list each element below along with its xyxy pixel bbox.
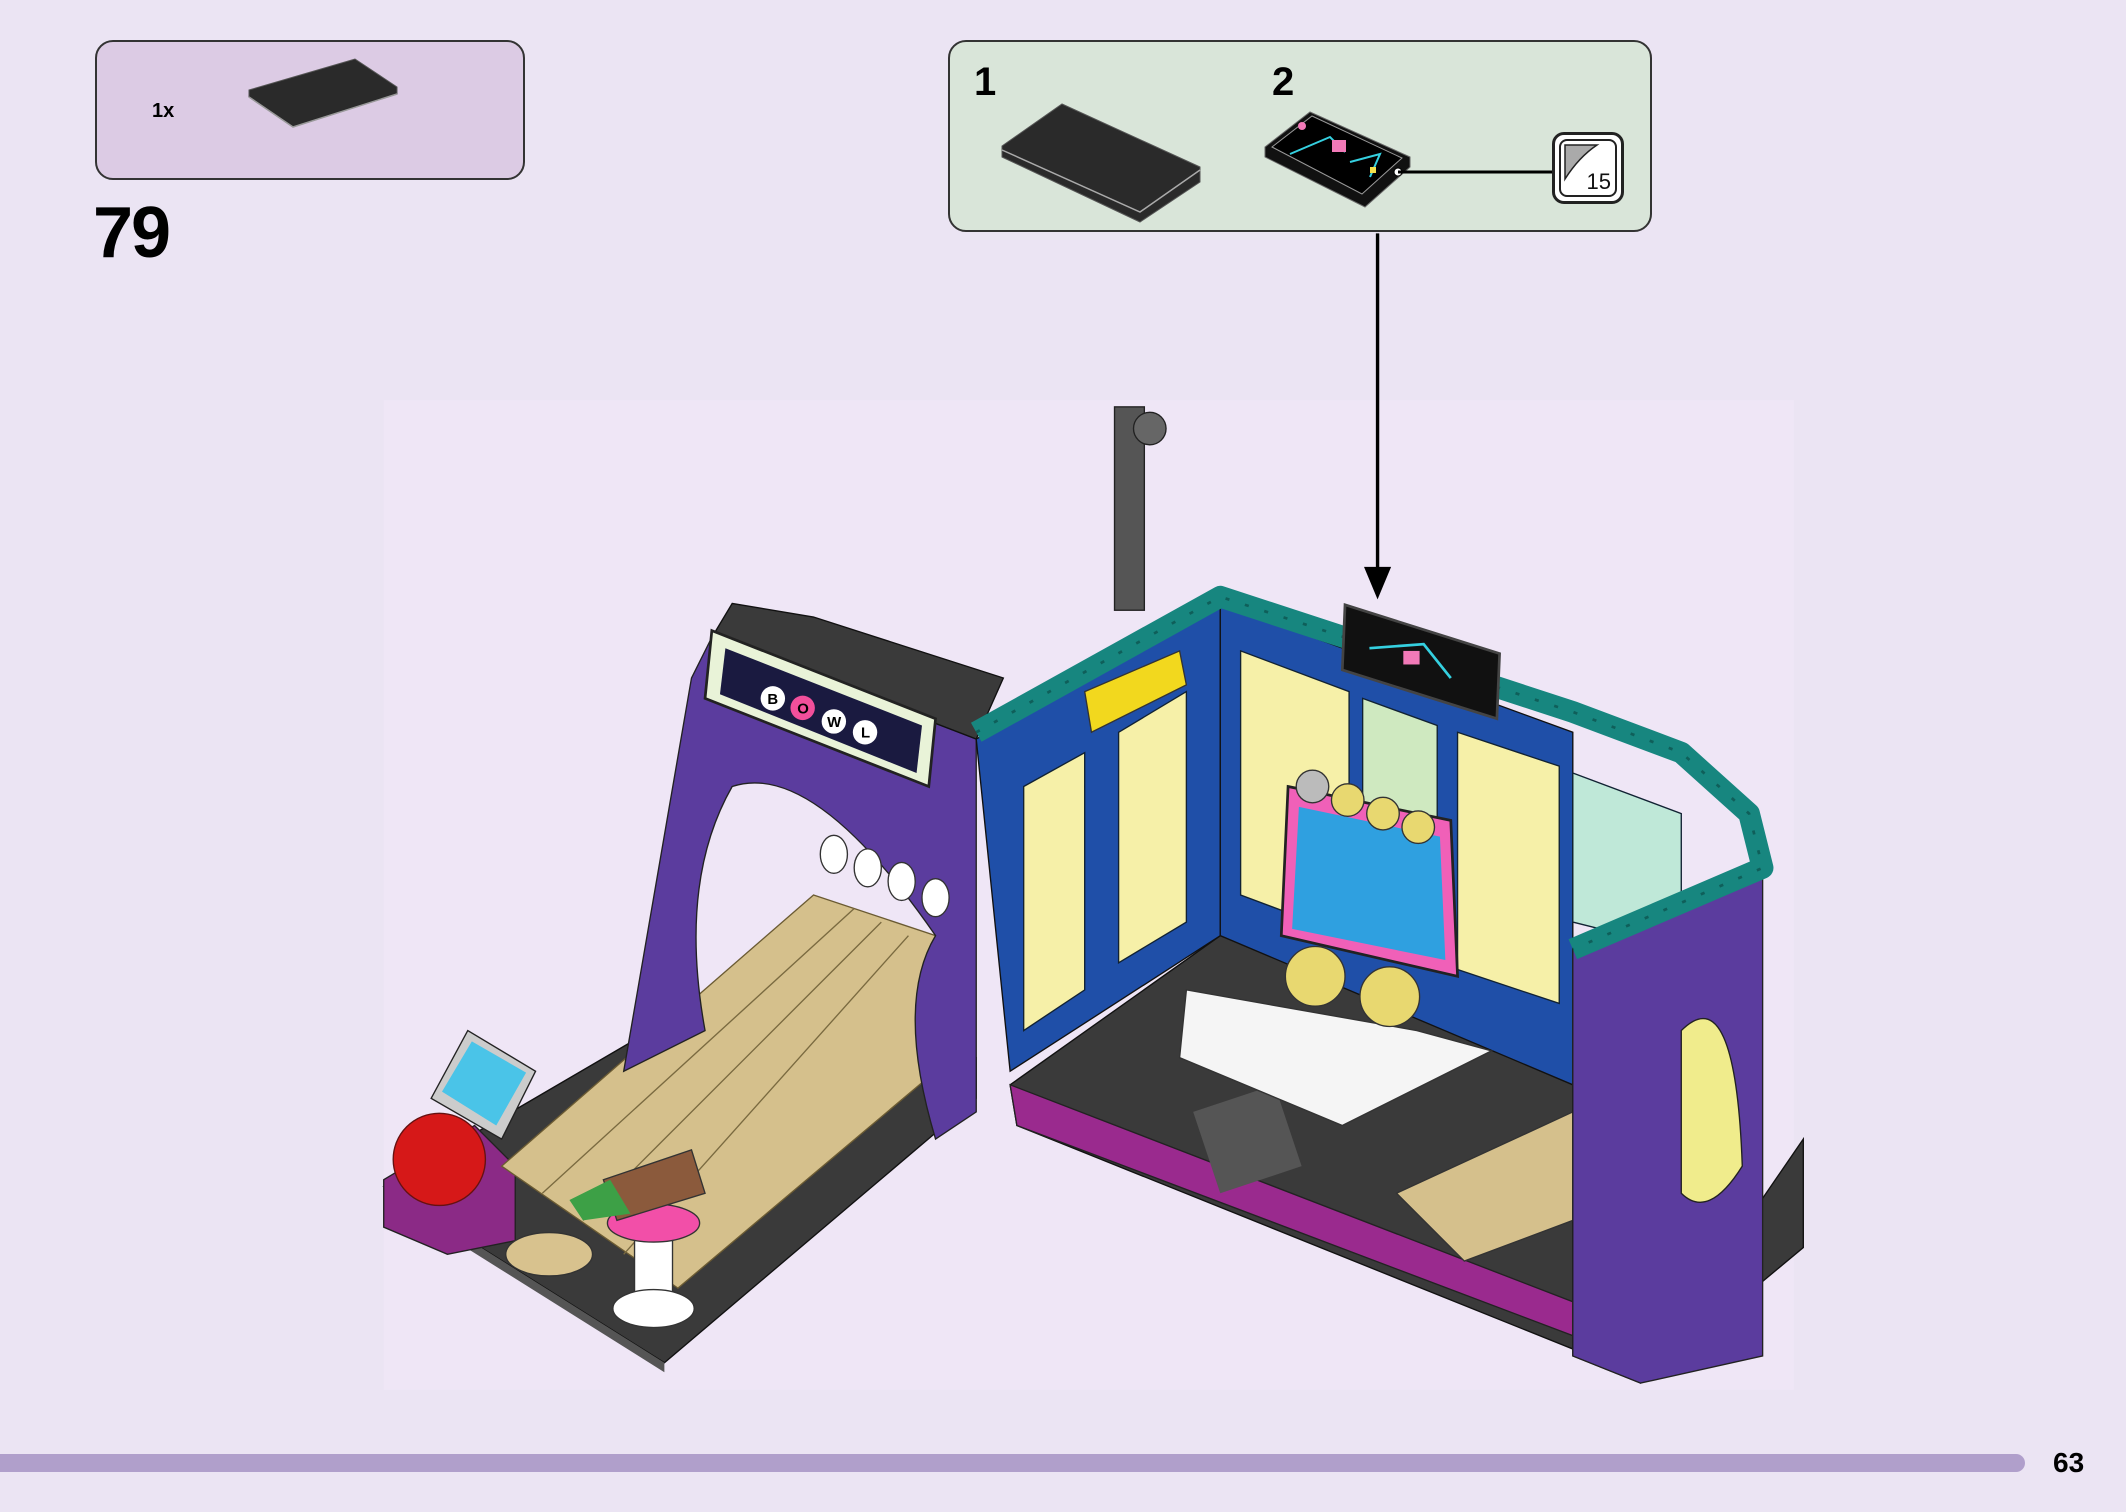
sticker-peel-icon xyxy=(1559,139,1617,197)
bowl-sign: B O W L xyxy=(703,628,937,789)
bowling-ball xyxy=(392,1112,487,1207)
burger-table xyxy=(569,1149,706,1329)
sub-assembly-callout: 1 2 xyxy=(948,40,1652,232)
round-tile xyxy=(505,1231,594,1277)
black-tile-part-icon xyxy=(248,58,398,128)
score-terminal xyxy=(430,1029,537,1140)
sticker-reference-badge: 15 xyxy=(1552,132,1624,204)
svg-text:W: W xyxy=(827,715,842,731)
bowling-pins xyxy=(819,834,950,918)
callout-parts-illustration xyxy=(1001,103,1552,223)
arcade-sticker-tile xyxy=(1340,602,1501,721)
dance-arcade-machine xyxy=(1178,769,1494,1127)
placement-arrow xyxy=(1364,233,1392,600)
lamp-pole xyxy=(1113,406,1167,611)
substep-number: 1 xyxy=(974,60,997,104)
black-tile-icon xyxy=(1001,103,1201,223)
svg-text:O: O xyxy=(797,701,809,717)
substep-number: 2 xyxy=(1272,60,1295,104)
illustration-backdrop xyxy=(383,400,1794,1390)
footer-progress-bar xyxy=(0,1454,2025,1472)
step-number: 79 xyxy=(93,193,171,273)
bowling-lane-section: B O W L xyxy=(382,602,1005,1373)
parts-list-box xyxy=(95,40,525,180)
arcade-sticker-tile-icon xyxy=(1264,111,1552,208)
svg-text:L: L xyxy=(861,726,870,742)
page-number: 63 xyxy=(2053,1447,2085,1478)
sticker-number: 15 xyxy=(1586,169,1611,194)
part-quantity: 1x xyxy=(152,100,175,122)
svg-text:B: B xyxy=(767,692,778,708)
arcade-room-section xyxy=(970,585,1804,1384)
